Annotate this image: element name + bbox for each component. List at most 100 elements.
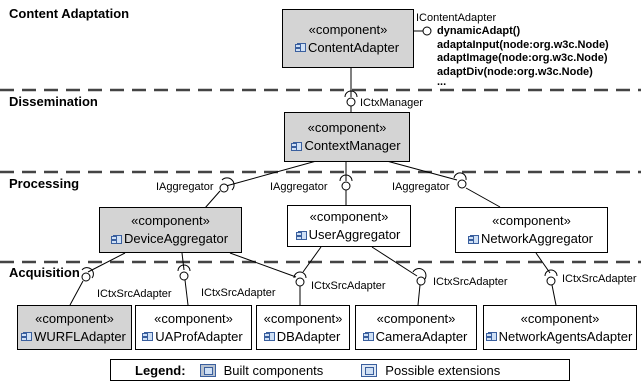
layer-title-processing: Processing (9, 176, 80, 191)
stereotype-label: «component» (154, 310, 233, 326)
component-content-adapter: «component» ContentAdapter (282, 9, 414, 68)
layer-title-dissemination: Dissemination (9, 94, 98, 109)
component-icon (263, 332, 275, 341)
component-network-agents-adapter: «component» NetworkAgentsAdapter (483, 305, 637, 350)
legend-extensions-label: Possible extensions (385, 362, 501, 378)
iaggregator-socket-1 (221, 177, 235, 191)
component-name: CameraAdapter (375, 328, 468, 344)
ictxsrc-stem-5 (551, 284, 557, 306)
component-name: DBAdapter (276, 328, 341, 344)
operation-5: ... (437, 76, 447, 88)
device-to-wurfl-req (87, 252, 126, 273)
ictxsrc-socket-3 (293, 271, 307, 279)
component-icon (21, 332, 33, 341)
ictxsrc-ball-5 (546, 276, 556, 286)
iaggregator-stem-3 (465, 187, 501, 208)
iaggregator-stem-1 (204, 190, 221, 209)
operation-4: adaptDiv(node:org.w3c.Node) (437, 65, 593, 78)
icontentadapter-ball (422, 26, 432, 36)
interface-label-ictxsrc-3: ICtxSrcAdapter (311, 280, 386, 292)
user-to-camera-req (371, 246, 418, 277)
component-name: ContentAdapter (307, 39, 400, 55)
built-components-swatch-icon (199, 363, 216, 377)
component-network-aggregator: «component» NetworkAggregator (455, 207, 608, 253)
component-icon (362, 332, 374, 341)
layer-title-acquisition: Acquisition (9, 265, 80, 280)
interface-label-ictxsrc-5: ICtxSrcAdapter (562, 273, 637, 285)
component-camera-adapter: «component» CameraAdapter (355, 305, 477, 350)
interface-label-iaggregator-1: IAggregator (156, 181, 214, 193)
interface-label-icontentadapter: IContentAdapter (416, 12, 497, 24)
component-uaprof-adapter: «component» UAProfAdapter (135, 305, 252, 350)
ictxsrc-socket-4 (412, 268, 427, 280)
legend: Legend: Built components Possible extens… (110, 359, 570, 381)
network-to-agents-req (535, 252, 551, 274)
iaggregator-ball-3 (457, 179, 467, 189)
component-name: NetworkAgentsAdapter (498, 328, 633, 344)
ictxsrc-ball-4 (416, 276, 426, 286)
device-to-db-req (229, 252, 297, 278)
component-context-manager: «component» ContextManager (284, 112, 410, 162)
stereotype-label: «component» (308, 21, 388, 37)
component-db-adapter: «component» DBAdapter (256, 305, 350, 350)
iaggregator-ball-1 (219, 183, 229, 193)
component-wurfl-adapter: «component» WURFLAdapter (17, 305, 132, 350)
layer-title-content-adaptation: Content Adaptation (9, 6, 130, 21)
component-name: NetworkAggregator (481, 231, 593, 246)
ictxsrc-ball-3 (295, 277, 305, 287)
ictxsrc-ball-2 (179, 271, 189, 281)
component-name: WURFLAdapter (34, 328, 126, 344)
stereotype-label: «component» (309, 209, 389, 224)
iaggregator-socket-3 (453, 172, 467, 181)
component-icon (110, 234, 122, 244)
interface-label-iaggregator-3: IAggregator (392, 181, 450, 193)
component-user-aggregator: «component» UserAggregator (287, 205, 411, 247)
possible-extensions-swatch-icon (361, 363, 378, 377)
stereotype-label: «component» (263, 310, 343, 326)
component-device-aggregator: «component» DeviceAggregator (99, 207, 242, 253)
component-icon (295, 230, 307, 240)
device-to-uaprof-req (181, 252, 185, 271)
ictxmanager-socket (344, 90, 358, 98)
legend-built-label: Built components (223, 362, 324, 378)
ictxsrc-ball-1 (81, 272, 91, 282)
component-name: ContextManager (304, 138, 401, 153)
interface-label-ictxsrc-2: ICtxSrcAdapter (201, 287, 276, 299)
component-name: UAProfAdapter (155, 328, 243, 344)
component-icon (294, 43, 306, 52)
component-icon (468, 234, 479, 244)
ictxmanager-ball (346, 97, 356, 107)
component-name: DeviceAggregator (123, 231, 229, 246)
iaggregator-ball-2 (341, 181, 351, 191)
user-to-db-req (302, 246, 322, 273)
operation-list: dynamicAdapt() adaptaInput(node:org.w3c.… (437, 25, 609, 88)
ictxsrc-socket-2 (177, 264, 191, 272)
legend-title: Legend: (135, 362, 186, 378)
ictxsrc-socket-5 (544, 269, 558, 277)
stereotype-label: «component» (131, 213, 210, 228)
iaggregator-socket-2 (339, 174, 353, 182)
ictxsrc-stem-1 (69, 280, 84, 306)
operation-2: adaptaInput(node:org.w3c.Node) (437, 38, 609, 51)
stereotype-label: «component» (492, 213, 571, 228)
component-icon (485, 332, 497, 341)
stereotype-label: «component» (35, 310, 114, 326)
stereotype-label: «component» (520, 310, 600, 326)
component-name: UserAggregator (308, 227, 401, 242)
ictxsrc-stem-4 (417, 284, 421, 306)
stereotype-label: «component» (376, 310, 456, 326)
ictxsrc-stem-2 (184, 279, 189, 306)
ctx-to-network-req (382, 159, 458, 181)
ctx-to-device-req (225, 159, 321, 187)
interface-label-ictxsrc-1: ICtxSrcAdapter (97, 288, 172, 300)
component-icon (291, 141, 303, 151)
interface-label-ictxmanager: ICtxManager (360, 97, 423, 109)
interface-label-iaggregator-2: IAggregator (270, 181, 328, 193)
operation-1: dynamicAdapt() (437, 25, 521, 37)
ictxsrc-socket-1 (81, 267, 94, 279)
stereotype-label: «component» (307, 120, 387, 135)
component-icon (142, 332, 154, 341)
interface-label-ictxsrc-4: ICtxSrcAdapter (433, 276, 508, 288)
